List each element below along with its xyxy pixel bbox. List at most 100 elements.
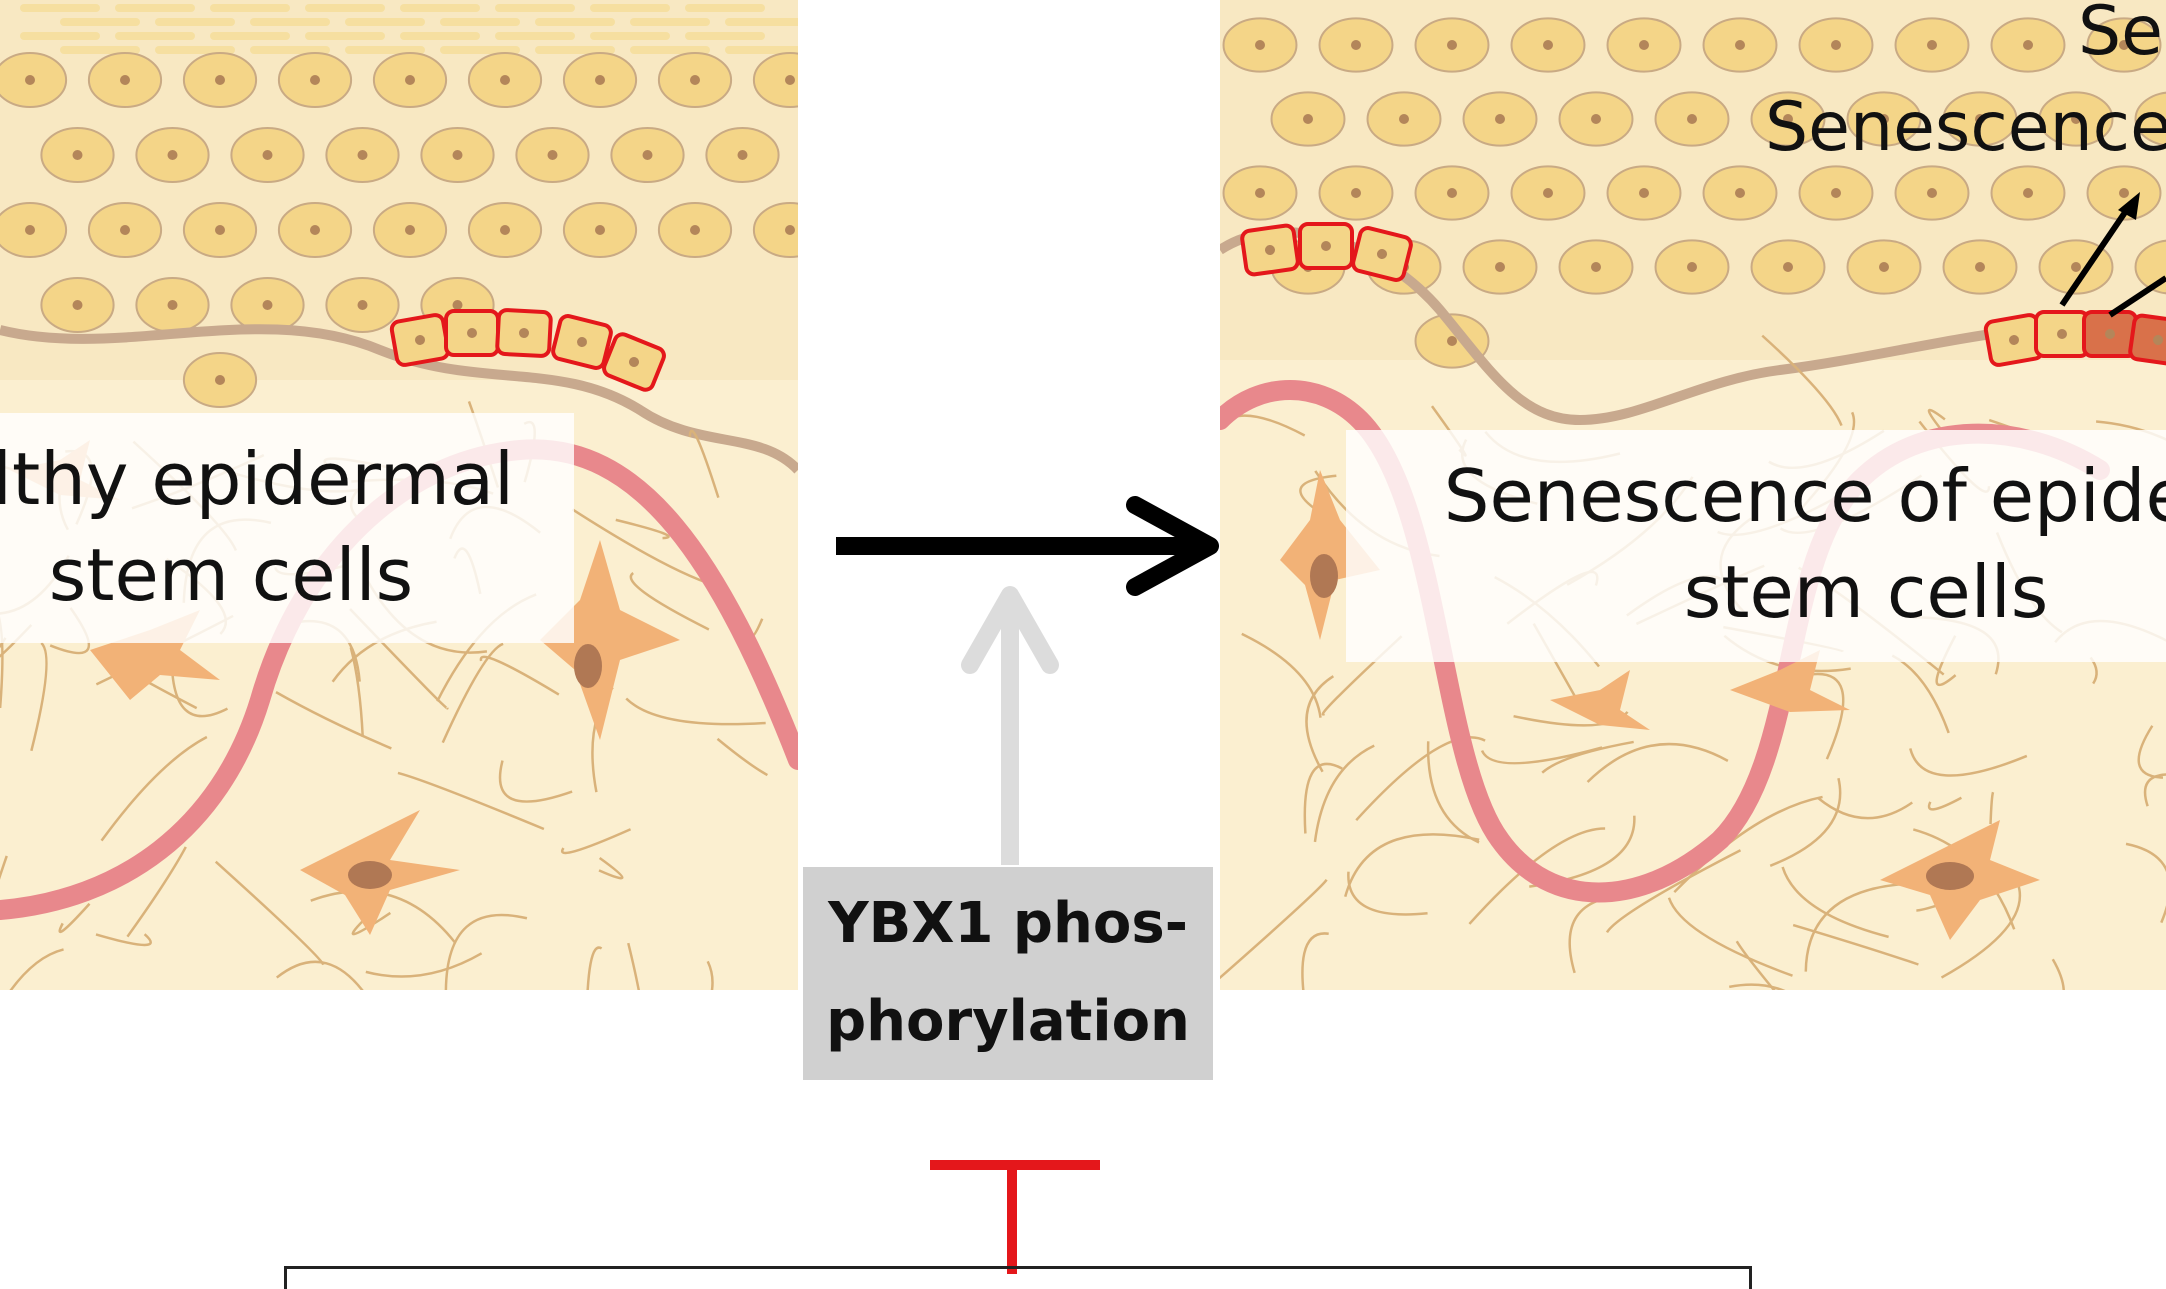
nucleus: [215, 75, 225, 85]
stem-cell: [495, 308, 553, 358]
nucleus: [1831, 40, 1841, 50]
ybx1-phosphorylation-box: YBX1 phos- phorylation: [803, 867, 1213, 1080]
epidermal-cells: [0, 52, 798, 408]
nucleus: [500, 75, 510, 85]
nucleus: [167, 150, 178, 160]
fiber: [1927, 796, 1962, 811]
ybx1-line-2: phorylation: [826, 989, 1190, 1054]
nucleus: [1975, 262, 1985, 272]
nucleus: [1639, 40, 1649, 50]
fiber: [1301, 932, 1329, 990]
fiber: [1426, 741, 1480, 844]
stratum-corneum: [20, 4, 798, 54]
fiber: [716, 737, 769, 777]
fiber: [1673, 795, 1823, 894]
fiber: [1667, 897, 1793, 977]
nucleus: [2119, 188, 2129, 198]
fiber: [1761, 334, 1843, 427]
transition-arrow: [836, 496, 1219, 596]
nucleus: [1447, 40, 1457, 50]
nucleus: [1927, 40, 1937, 50]
fiber: [58, 902, 91, 934]
fiber: [479, 655, 560, 696]
nucleus: [1975, 114, 1985, 124]
fiber: [2137, 725, 2164, 779]
fiber: [1781, 866, 1889, 939]
senescence-callout-arrows: [2059, 192, 2166, 318]
fiber: [126, 846, 187, 938]
fiber: [95, 933, 152, 947]
senescent-stem-cells-label: Senescence of epiderm stem cells: [1346, 430, 2166, 662]
nucleus: [1543, 40, 1553, 50]
nucleus: [2023, 40, 2033, 50]
stem-cell: [389, 313, 451, 367]
nucleus: [120, 75, 130, 85]
nucleus: [1543, 188, 1553, 198]
nucleus: [1447, 336, 1457, 346]
nucleus: [1783, 262, 1793, 272]
fiber: [1728, 983, 1786, 990]
nucleus: [737, 150, 748, 160]
fiber: [310, 889, 456, 944]
nucleus: [1687, 262, 1697, 272]
fiber: [1769, 777, 1842, 867]
fibroblasts: [1280, 470, 2040, 940]
fiber: [1940, 880, 2022, 979]
stem-cell: [602, 332, 666, 392]
fiber: [1313, 744, 1375, 843]
stem-cell: [1351, 226, 1413, 282]
nucleus: [1879, 262, 1889, 272]
fiber: [351, 911, 392, 936]
promoting-arrow-up: [961, 586, 1059, 865]
fiber: [1909, 748, 2028, 777]
nucleus: [1735, 40, 1745, 50]
nucleus: [1495, 114, 1505, 124]
nucleus: [25, 75, 35, 85]
fiber: [1817, 797, 1913, 820]
fiber: [1541, 740, 1634, 774]
bottom-box-edge: [284, 1266, 1752, 1289]
fiber: [1792, 923, 1919, 966]
keratinocyte: [752, 202, 798, 258]
nucleus: [1495, 262, 1505, 272]
fiber: [629, 572, 710, 631]
fiber: [1802, 672, 1845, 760]
nucleus: [785, 225, 795, 235]
fiber: [1347, 871, 1428, 916]
inhibition-symbol: [930, 1160, 1100, 1274]
nucleus: [1735, 188, 1745, 198]
stem-cell: [1298, 222, 1354, 270]
stem-cells: [1240, 222, 2166, 367]
nucleus: [215, 375, 225, 385]
fiber: [30, 642, 48, 752]
fiber: [349, 647, 364, 737]
fiber: [1989, 791, 1995, 825]
fiber: [598, 856, 624, 880]
nucleus: [1783, 114, 1793, 124]
fiber: [627, 942, 640, 990]
nucleus: [500, 225, 510, 235]
fiber: [275, 691, 392, 750]
fiber: [2125, 842, 2166, 924]
fiber: [688, 429, 720, 499]
nucleus: [262, 150, 273, 160]
nucleus: [642, 150, 653, 160]
nucleus: [357, 150, 368, 160]
fiber: [1605, 849, 1742, 934]
nucleus: [2119, 40, 2129, 50]
label-line-2: stem cells: [1683, 550, 2049, 634]
stem-cell: [2034, 310, 2090, 358]
nucleus: [1927, 188, 1937, 198]
keratinocyte: [752, 52, 798, 108]
fiber: [586, 946, 603, 990]
healthy-stem-cells-label: althy epidermal stem cells: [0, 413, 574, 643]
nucleus: [1879, 114, 1889, 124]
fiber: [1220, 878, 1328, 980]
fiber: [441, 642, 504, 744]
fiber: [2051, 958, 2065, 990]
senescent-stem-cell: [2082, 310, 2138, 358]
nucleus: [72, 300, 83, 310]
nucleus: [785, 75, 795, 85]
nucleus: [167, 300, 178, 310]
nucleus: [310, 225, 320, 235]
